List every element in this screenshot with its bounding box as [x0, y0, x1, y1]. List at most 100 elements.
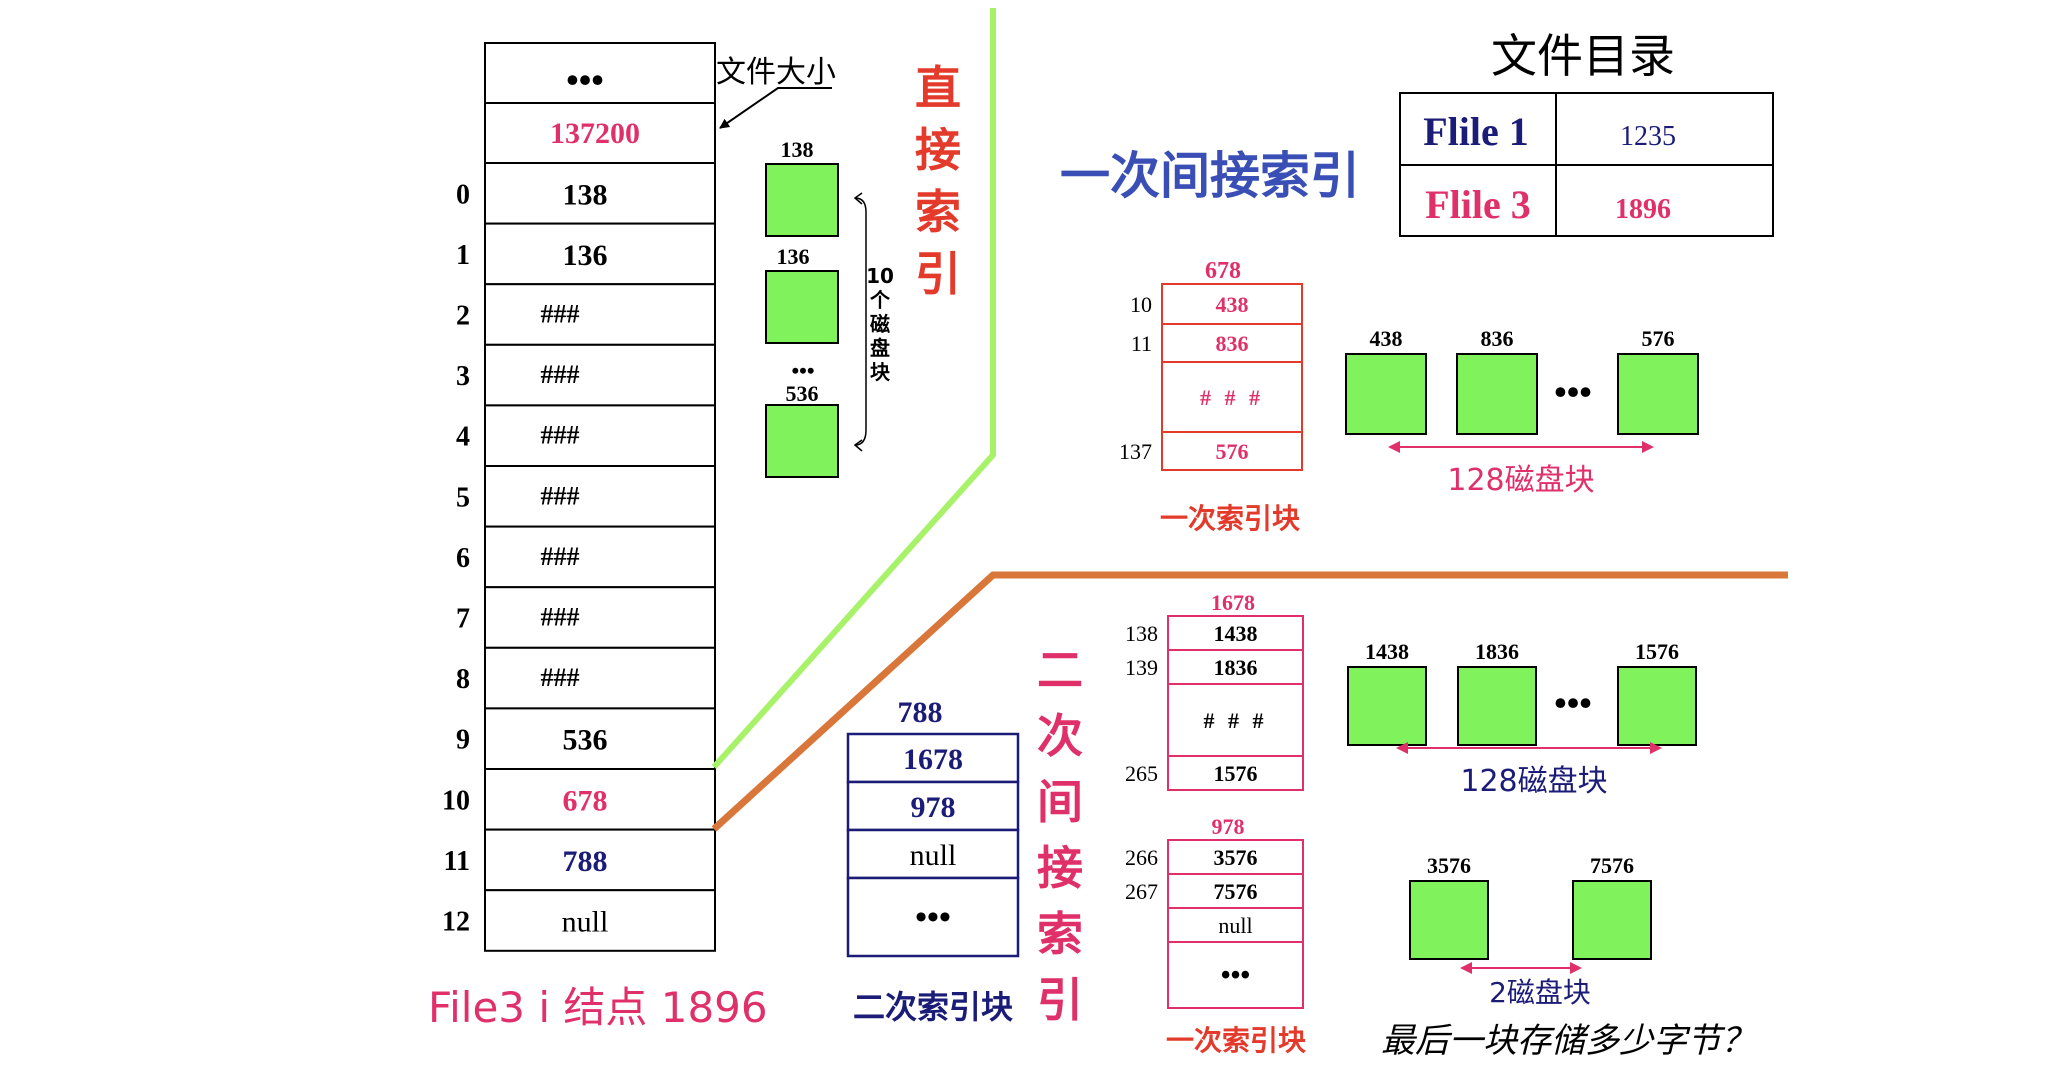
- brace-arrowhead: [853, 192, 863, 205]
- double-title-char: 间: [1037, 775, 1083, 829]
- first-a-row-value: 1836: [1214, 655, 1258, 680]
- inode-row-cell: [484, 707, 716, 771]
- inode-row-index: 9: [456, 725, 470, 756]
- inode-row-cell: [484, 283, 716, 346]
- single-index-row-value: 576: [1216, 439, 1249, 464]
- inode-row-index: 3: [456, 361, 470, 392]
- single-data-block: [1456, 353, 1538, 435]
- single-data-block-label: 576: [1642, 326, 1675, 351]
- single-data-block: [1617, 353, 1699, 435]
- direct-block: [765, 163, 839, 237]
- inode-row-index: 4: [456, 422, 470, 453]
- inode-row-value: ###: [541, 542, 580, 571]
- inode-row-cell: [484, 404, 716, 467]
- inode-row-value: 788: [563, 845, 608, 878]
- double-data-blocks-a: 1438 1836 1576: [1347, 639, 1697, 746]
- first-b-row-value: •••: [1221, 960, 1250, 991]
- first-b-row-value: 7576: [1214, 879, 1258, 904]
- inode-row-cell: [484, 525, 716, 589]
- direct-brace: [854, 197, 867, 446]
- single-index-row-cell: [1161, 283, 1303, 325]
- directory-title: 文件目录: [1491, 29, 1675, 83]
- direct-block: [765, 404, 839, 478]
- inode-row-cell: [484, 162, 716, 225]
- second-level-value: 1678: [903, 743, 963, 776]
- double-blocks-ellipsis: •••: [1554, 683, 1592, 723]
- brace-arrowhead: [853, 439, 863, 452]
- inode-row-index: 11: [444, 846, 470, 877]
- inode-row-cell: [484, 465, 716, 528]
- double-indirect-divider-line: [711, 571, 1788, 832]
- single-blocks-ellipsis: •••: [1554, 372, 1592, 412]
- inode-row-value: 138: [563, 178, 608, 211]
- double-range-label-b: 2磁盘块: [1489, 976, 1591, 1009]
- second-level-value: 978: [911, 791, 956, 824]
- second-level-header: 788: [898, 696, 943, 729]
- single-data-block-label: 836: [1481, 326, 1514, 351]
- inode-row-index: 2: [456, 301, 470, 332]
- single-index-header: 678: [1205, 258, 1241, 284]
- inode-row-index: 0: [456, 179, 470, 210]
- second-level-cell: [846, 828, 1020, 880]
- first-a-row-offset: 139: [1125, 655, 1158, 680]
- single-index-row-cell: [1161, 323, 1303, 363]
- double-title-char: 引: [1037, 973, 1083, 1027]
- direct-title-char: 引: [915, 247, 961, 301]
- inode-row-value: ###: [541, 300, 580, 329]
- second-level-value: •••: [915, 899, 951, 936]
- inode-row-index: 10: [442, 785, 470, 816]
- direct-brace-label-char: 盘: [870, 336, 890, 360]
- file-size-arrow: [719, 87, 832, 129]
- double-data-block-b-label: 3576: [1427, 853, 1471, 878]
- first-b-row-offset: 266: [1125, 845, 1158, 870]
- first-a-row-cell: [1167, 755, 1304, 791]
- direct-title-char: 接: [915, 123, 961, 177]
- first-a-row-cell: [1167, 683, 1304, 757]
- double-title-char: 索: [1037, 907, 1083, 961]
- direct-title-char: 直: [915, 61, 961, 115]
- double-data-block-a-label: 1836: [1475, 639, 1519, 664]
- double-data-block-b-label: 7576: [1590, 853, 1634, 878]
- direct-block: [765, 270, 839, 344]
- first-level-b-header: 978: [1212, 814, 1245, 839]
- single-indirect-title: 一次间接索引: [1060, 147, 1360, 205]
- first-a-row-value: 1438: [1214, 621, 1258, 646]
- inode-row-index: 12: [442, 907, 470, 938]
- single-data-blocks: 438 836 576: [1345, 326, 1699, 435]
- inode-row-cell: [484, 889, 716, 952]
- file-directory: 文件目录 Flile 1 1235 Flile 3 1896: [1399, 29, 1774, 237]
- second-level-cell: [846, 780, 1020, 832]
- double-data-block-a-label: 1576: [1635, 639, 1679, 664]
- double-title-char: 接: [1037, 841, 1083, 895]
- single-index-row-value: 836: [1216, 331, 1249, 356]
- direct-title-char: 索: [915, 185, 961, 239]
- first-a-row-cell: [1167, 615, 1304, 651]
- double-data-block-b: [1409, 880, 1489, 960]
- second-level-value: null: [910, 839, 957, 872]
- double-data-block-a: [1347, 666, 1427, 746]
- inode-row-cell: [484, 646, 716, 710]
- directory-file-name: Flile 3: [1425, 182, 1531, 227]
- double-data-block-a: [1617, 666, 1697, 746]
- single-data-block-label: 438: [1370, 326, 1403, 351]
- single-data-block: [1345, 353, 1427, 435]
- inode-caption: File3 i 结点 1896: [428, 983, 768, 1032]
- inode-row-index: 5: [456, 482, 470, 513]
- inode-row-cell: [484, 343, 716, 407]
- single-range-label: 128磁盘块: [1447, 463, 1594, 498]
- direct-divider-line: [711, 8, 996, 769]
- inode-row-index: 6: [456, 543, 470, 574]
- double-data-block-a-label: 1438: [1365, 639, 1409, 664]
- inode-row-cell: [484, 586, 716, 649]
- final-question: 最后一块存储多少字节？: [1381, 1021, 1755, 1061]
- first-b-row-offset: 267: [1125, 879, 1158, 904]
- first-b-row-value: 3576: [1214, 845, 1258, 870]
